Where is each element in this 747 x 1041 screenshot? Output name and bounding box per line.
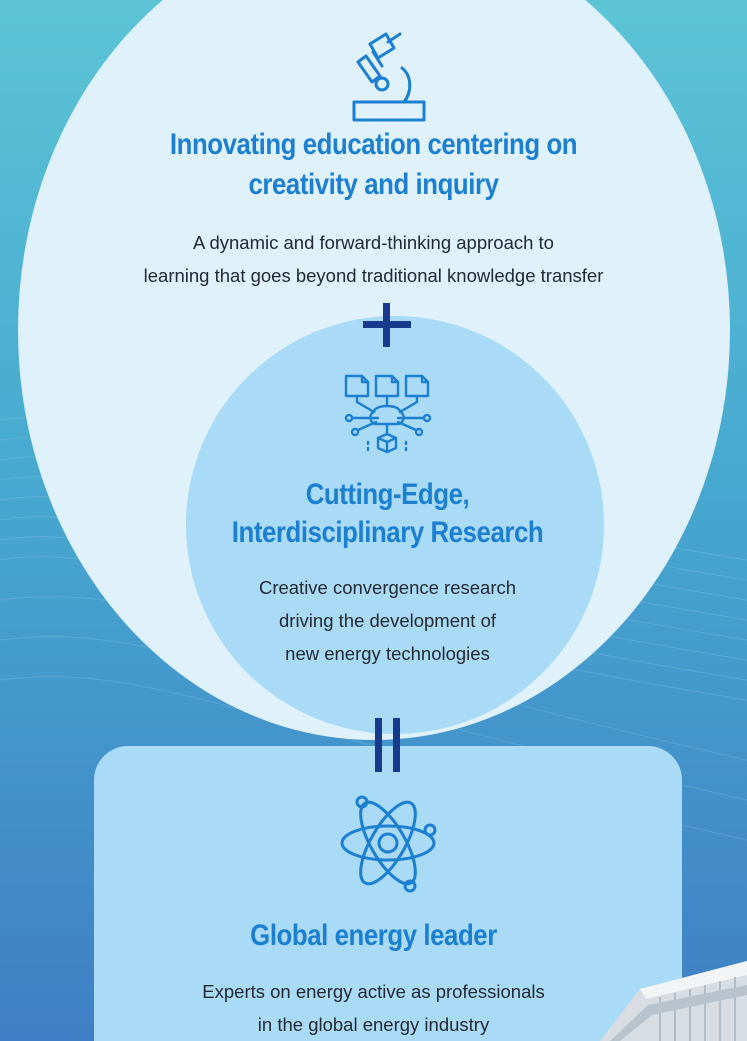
middle-title-line-1: Cutting-Edge, — [305, 478, 470, 511]
top-description-line-1: A dynamic and forward-thinking approach … — [193, 232, 554, 253]
top-title-line-1: Innovating education centering on — [169, 128, 578, 161]
equals-icon — [375, 718, 400, 772]
bottom-title: Global energy leader — [250, 919, 497, 952]
bottom-card — [94, 746, 682, 1041]
atom-icon — [340, 795, 437, 893]
top-description-line-2: learning that goes beyond traditional kn… — [143, 265, 604, 286]
bottom-description-line-1: Experts on energy active as professional… — [202, 981, 545, 1002]
building-image — [600, 961, 747, 1041]
middle-description-line-2: driving the development of — [279, 610, 496, 631]
top-title-line-2: creativity and inquiry — [248, 168, 499, 201]
middle-description-line-1: Creative convergence research — [258, 577, 517, 598]
plus-icon — [363, 303, 411, 347]
inner-circle — [186, 316, 604, 734]
bottom-description-line-2: in the global energy industry — [257, 1014, 490, 1035]
microscope-icon — [352, 32, 426, 122]
middle-description-line-3: new energy technologies — [285, 643, 490, 664]
research-network-icon — [344, 374, 432, 454]
middle-title-line-2: Interdisciplinary Research — [231, 516, 544, 549]
